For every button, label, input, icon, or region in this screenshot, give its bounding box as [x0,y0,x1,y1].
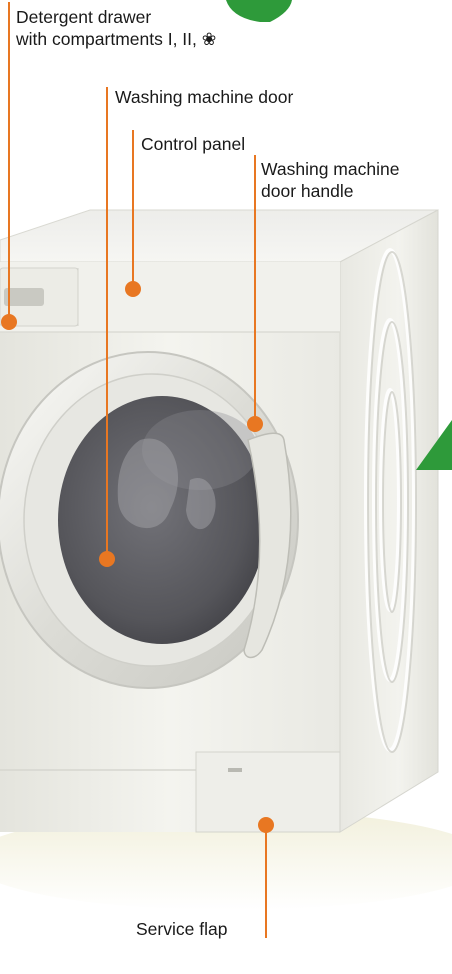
label-door-handle: Washing machine door handle [261,158,399,202]
dot-machine-door [99,551,115,567]
label-control-panel-text: Control panel [141,133,245,155]
service-flap-slot [228,768,242,772]
dot-service-flap [258,817,274,833]
label-control-panel: Control panel [141,133,245,155]
label-detergent-drawer: Detergent drawer with compartments I, II… [16,6,216,50]
green-arc [226,0,292,22]
label-door-handle-line1: Washing machine [261,158,399,180]
label-machine-door-text: Washing machine door [115,86,293,108]
dot-door-handle [247,416,263,432]
label-service-flap: Service flap [136,918,227,940]
label-door-handle-line2: door handle [261,180,399,202]
dot-detergent-drawer [1,314,17,330]
machine-side [340,210,438,832]
label-service-flap-text: Service flap [136,918,227,940]
label-machine-door: Washing machine door [115,86,293,108]
label-detergent-drawer-line1: Detergent drawer [16,6,216,28]
label-detergent-drawer-line2: with compartments I, II, ❀ [16,28,216,50]
dot-control-panel [125,281,141,297]
